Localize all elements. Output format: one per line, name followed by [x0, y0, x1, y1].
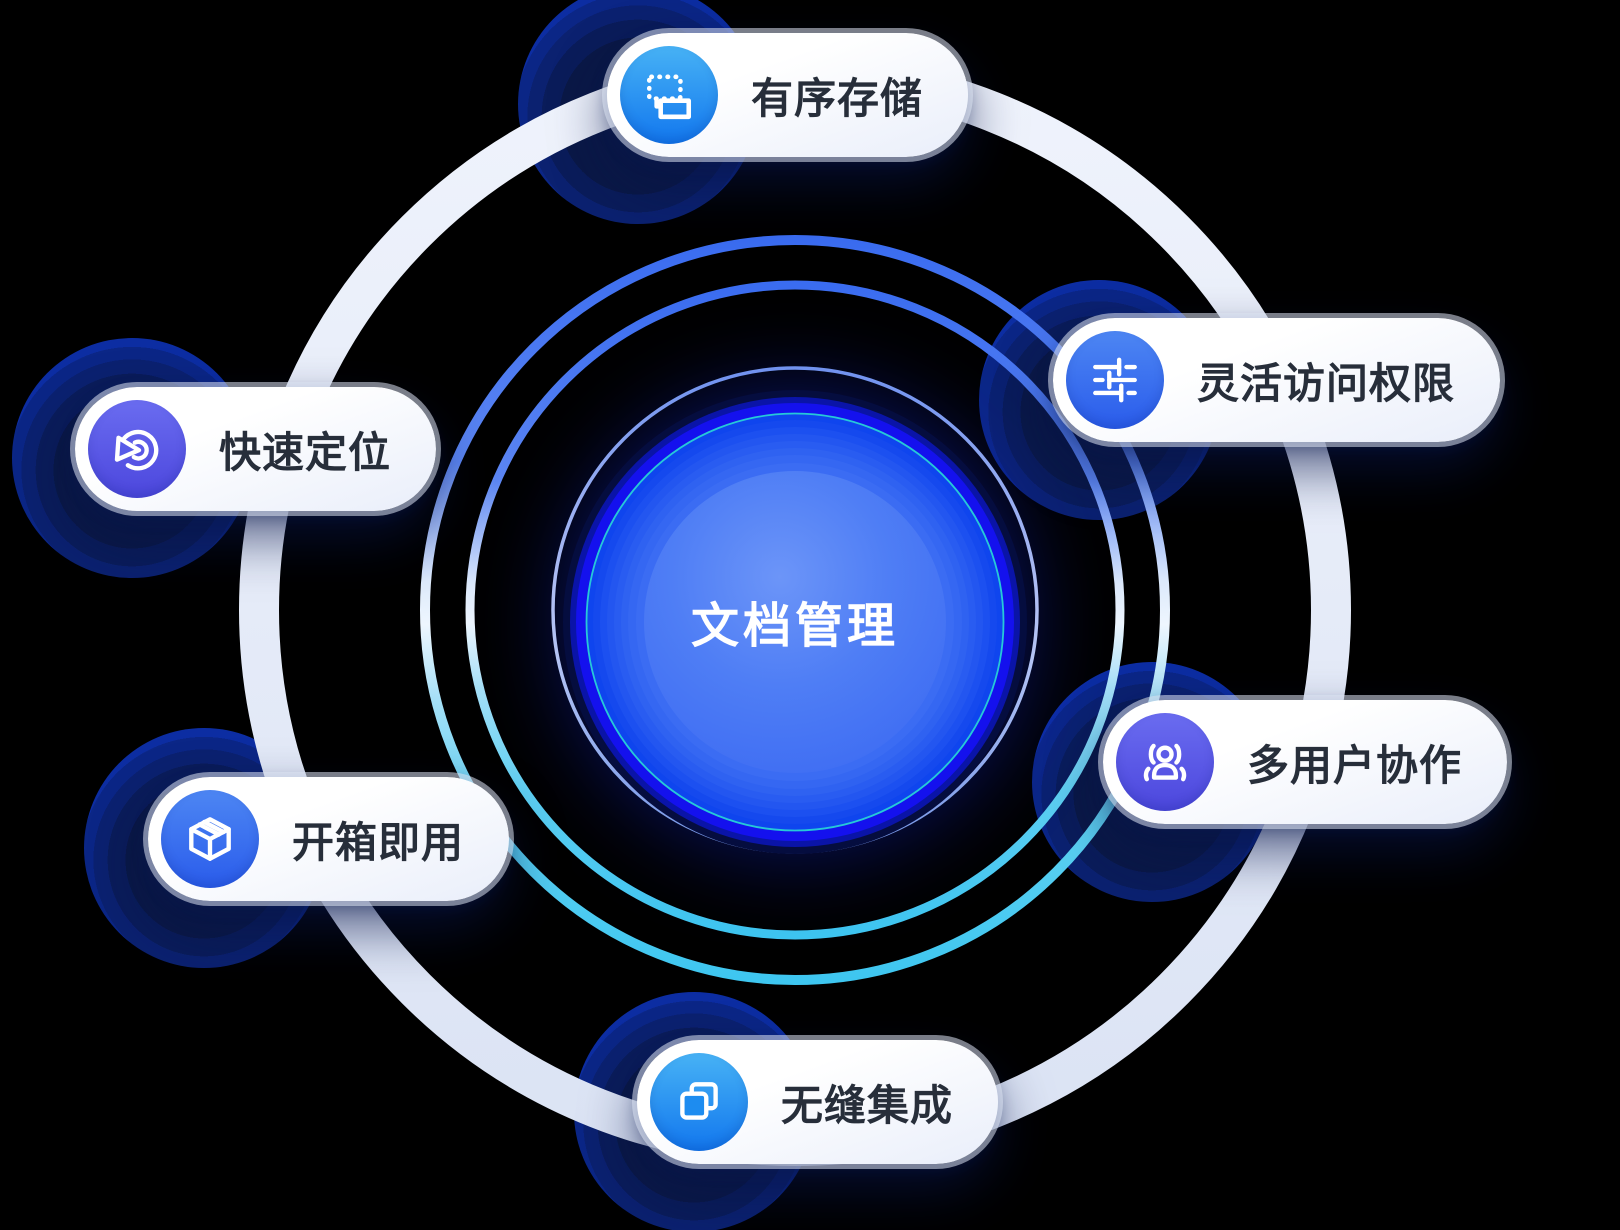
- sliders-icon: [1093, 357, 1137, 403]
- package-box-icon: [189, 817, 231, 861]
- feature-label: 灵活访问权限: [1197, 359, 1456, 407]
- flexible-access-badge: [1066, 331, 1164, 429]
- feature-label: 开箱即用: [292, 818, 465, 866]
- center-disc: [563, 390, 1027, 854]
- feature-pill-multi-user-collab: 多用户协作: [1103, 700, 1508, 824]
- seamless-integration-badge: [650, 1053, 748, 1151]
- overlap-squares-icon: [680, 1082, 718, 1120]
- feature-pill-out-of-box: 开箱即用: [148, 777, 510, 901]
- gradient-ring-inner: [465, 280, 1125, 940]
- feature-pill-ordered-storage: 有序存储: [607, 33, 969, 157]
- feature-pill-seamless-integration: 无缝集成: [637, 1040, 999, 1164]
- dashed-rect-storage-icon: [646, 74, 692, 120]
- locate-icon: [114, 429, 159, 471]
- feature-pill-quick-locate: 快速定位: [75, 387, 437, 511]
- multi-user-badge: [1116, 713, 1214, 811]
- feature-label: 快速定位: [219, 428, 392, 476]
- feature-label: 无缝集成: [781, 1081, 954, 1129]
- gradient-ring-outer: [420, 235, 1170, 985]
- feature-label: 多用户协作: [1247, 741, 1463, 789]
- feature-pill-flexible-access: 灵活访问权限: [1053, 318, 1501, 442]
- ordered-storage-badge: [620, 46, 718, 144]
- users-icon: [1143, 743, 1187, 782]
- quick-locate-badge: [88, 400, 186, 498]
- feature-label: 有序存储: [751, 74, 924, 122]
- center-title: 文档管理: [690, 600, 899, 653]
- out-of-box-badge: [161, 790, 259, 888]
